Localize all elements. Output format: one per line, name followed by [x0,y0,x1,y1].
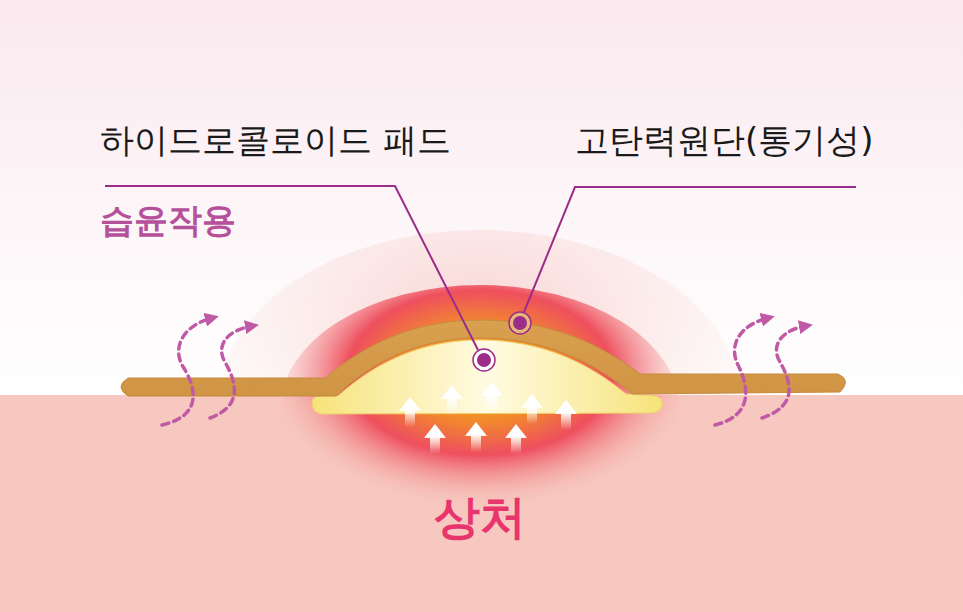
wound-halo [220,230,740,570]
airflow-arrows [162,318,806,425]
leader-dots [473,312,531,371]
wound-label: 상처 [434,490,526,545]
moisture-arrows [399,382,577,454]
fabric-label: 고탄력원단(통기성) [575,120,874,161]
pad-label: 하이드로콜로이드 패드 [100,120,451,161]
function-label: 습윤작용 [100,200,236,241]
